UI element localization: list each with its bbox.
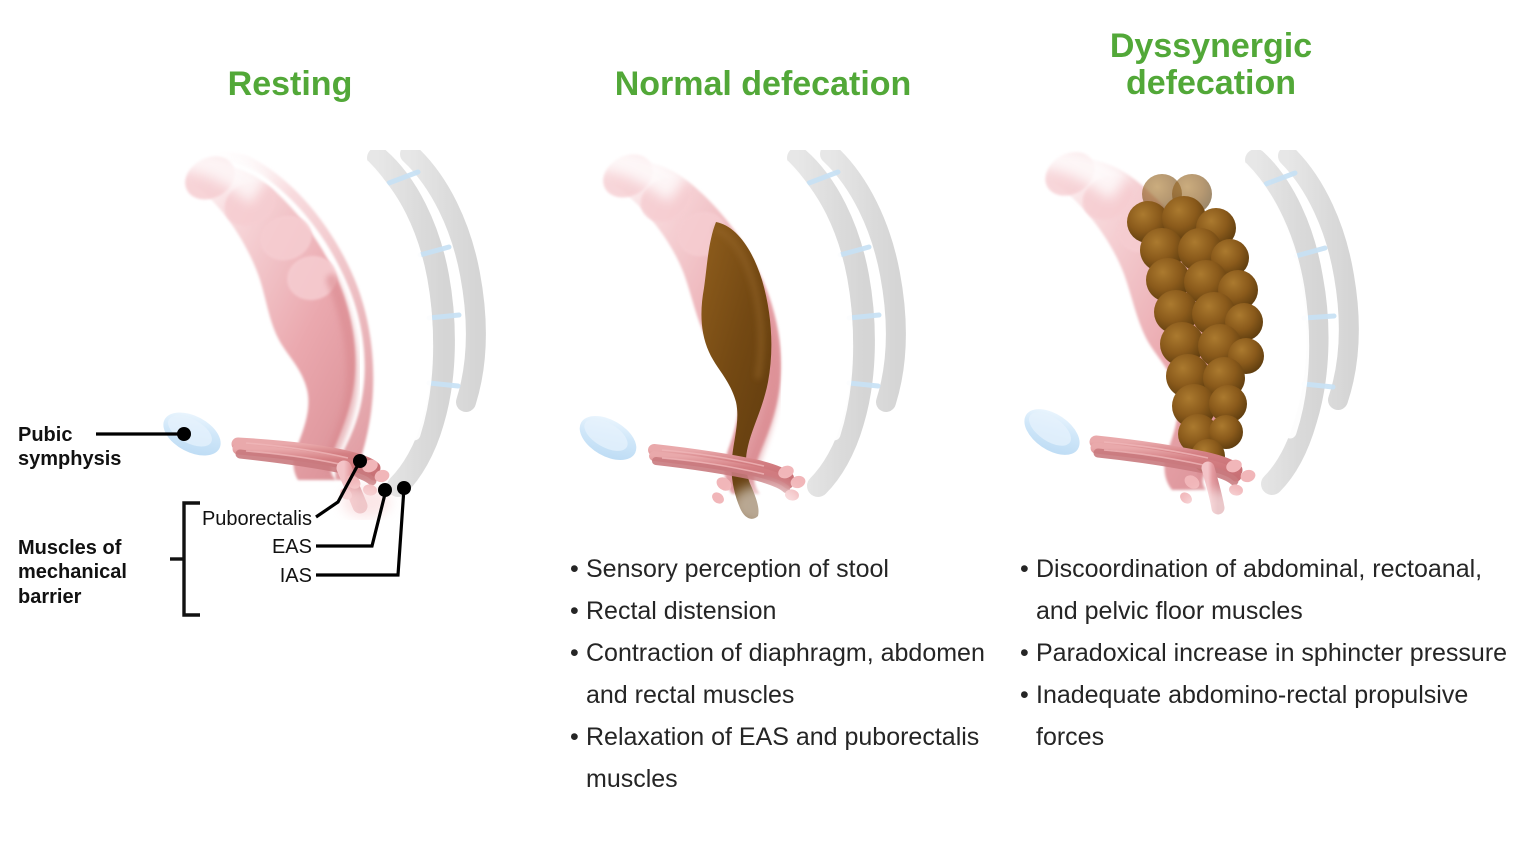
bullet-glyph-icon: • — [570, 723, 579, 751]
vertebrae-group — [1235, 150, 1359, 495]
illustration-normal-defecation — [574, 150, 906, 520]
vertebrae-group — [357, 150, 486, 497]
label-puborectalis: Puborectalis — [201, 508, 312, 530]
bullet-list-dyssynergic-defecation: • Discoordination of abdominal, rectoana… — [1020, 548, 1510, 758]
label-muscles-of-mechanical-barrier: Muscles of mechanical barrier — [18, 537, 127, 608]
puborectalis-muscle-band — [231, 437, 396, 520]
list-item-text: Sensory perception of stool — [586, 555, 889, 583]
rectum-resting — [176, 150, 374, 480]
bullet-glyph-icon: • — [1020, 681, 1029, 709]
label-ias: IAS — [279, 565, 312, 587]
list-item: • Paradoxical increase in sphincter pres… — [1020, 632, 1510, 674]
column-title-normal-defecation: Normal defecation — [614, 65, 912, 103]
list-item: • Sensory perception of stool — [570, 548, 990, 590]
bullet-glyph-icon: • — [570, 555, 579, 583]
bullet-glyph-icon: • — [570, 639, 579, 667]
label-pubic-symphysis: Pubic symphysis — [18, 424, 122, 471]
leader-end-dots — [177, 427, 411, 497]
list-item-text: Relaxation of EAS and puborectalis muscl… — [586, 723, 980, 793]
pubic-symphysis-bone — [1019, 404, 1085, 460]
stool-bolus-passing — [701, 222, 772, 519]
pubic-symphysis-bone — [158, 408, 226, 460]
bullet-glyph-icon: • — [570, 597, 579, 625]
retained-stool-balls — [1127, 174, 1264, 473]
list-item-text: Inadequate abdomino-rectal propulsive fo… — [1036, 681, 1469, 751]
bullet-glyph-icon: • — [1020, 555, 1029, 583]
column-title-resting: Resting — [227, 65, 353, 103]
list-item: • Relaxation of EAS and puborectalis mus… — [570, 716, 990, 800]
list-item-text: Rectal distension — [586, 597, 777, 625]
list-item-text: Discoordination of abdominal, rectoanal,… — [1036, 555, 1483, 625]
pubic-symphysis-bone — [574, 411, 642, 465]
annotation-leader-lines — [96, 427, 411, 577]
list-item: • Rectal distension — [570, 590, 990, 632]
list-item: • Discoordination of abdominal, rectoana… — [1020, 548, 1510, 632]
puborectalis-muscle-band-relaxed — [648, 444, 806, 520]
puborectalis-muscle-band-contracted — [1089, 435, 1256, 520]
bullet-list-normal-defecation: • Sensory perception of stool • Rectal d… — [570, 548, 990, 800]
list-item-text: Paradoxical increase in sphincter pressu… — [1036, 639, 1508, 667]
label-eas: EAS — [271, 536, 312, 558]
vertebrae-group — [777, 150, 906, 497]
illustration-resting — [158, 150, 486, 520]
list-item: • Contraction of diaphragm, abdomen and … — [570, 632, 990, 716]
list-item: • Inadequate abdomino-rectal propulsive … — [1020, 674, 1510, 758]
column-title-dyssynergic-defecation: Dyssynergic defecation — [1109, 27, 1313, 102]
bullet-glyph-icon: • — [1020, 639, 1029, 667]
illustration-dyssynergic-defecation — [1019, 150, 1359, 520]
list-item-text: Contraction of diaphragm, abdomen and re… — [586, 639, 985, 709]
label-grouping-bracket — [170, 501, 200, 617]
